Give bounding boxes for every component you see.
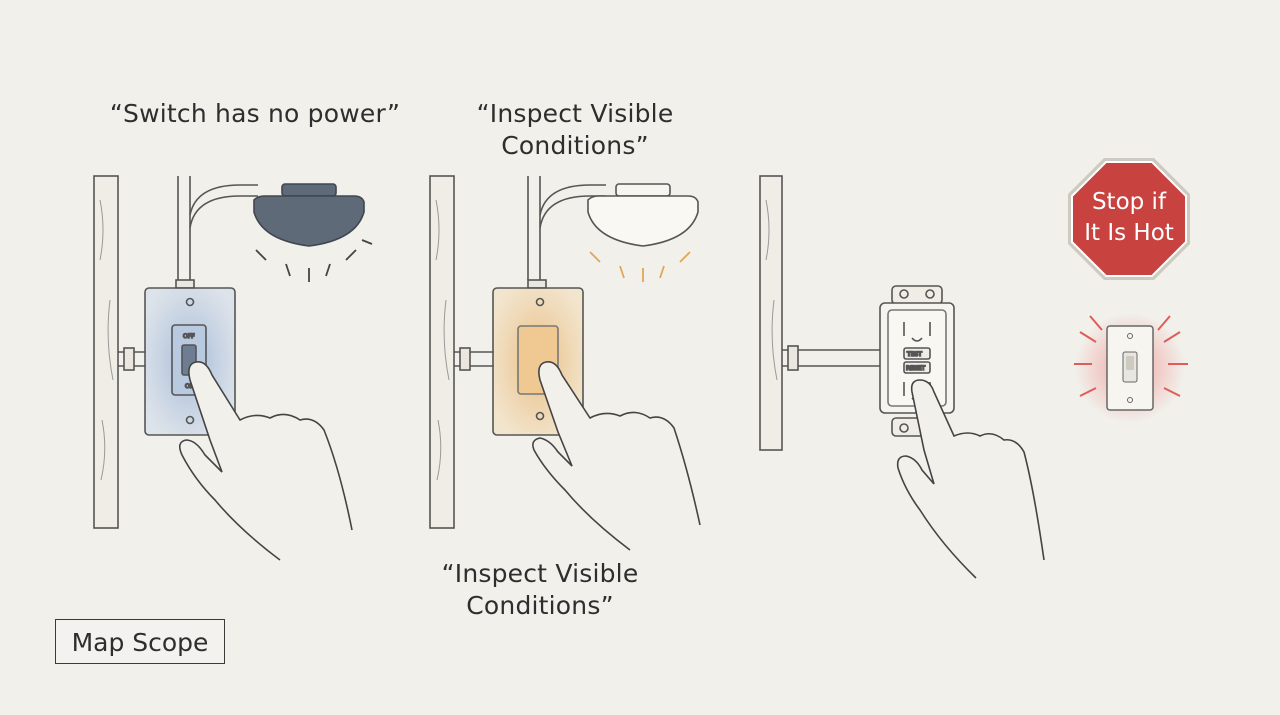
gfci-test-label: TEST <box>906 351 922 358</box>
stop-sign-line2: It Is Hot <box>1084 220 1174 246</box>
panel-switch-no-power: OFF ON <box>93 175 373 561</box>
map-scope-button[interactable]: Map Scope <box>55 619 225 664</box>
ceiling-fixture-lit <box>587 183 699 247</box>
caption-inspect-top: “Inspect Visible Conditions” <box>476 99 674 160</box>
gfci-outlet: TEST RESET <box>879 285 955 437</box>
stop-sign: Stop if It Is Hot <box>1068 158 1190 280</box>
heat-rays <box>1074 315 1188 397</box>
hand-icon <box>532 360 701 551</box>
caption-inspect-bottom: “Inspect Visible Conditions” <box>441 559 639 620</box>
wall-stud <box>429 175 455 529</box>
hand-icon <box>896 379 1045 579</box>
wall-stud <box>93 175 119 529</box>
hot-switch <box>1074 313 1188 423</box>
caption-switch-no-power: “Switch has no power” <box>109 99 401 128</box>
panel-gfci-outlet: TEST RESET <box>759 175 1045 579</box>
switch-label-off: OFF <box>183 333 195 340</box>
light-rays <box>255 239 373 282</box>
wall-stud <box>759 175 783 451</box>
ceiling-fixture-dark <box>253 183 365 247</box>
hand-icon <box>178 360 353 561</box>
stop-sign-line1: Stop if <box>1092 189 1167 215</box>
panel-inspect-warm <box>429 175 701 551</box>
light-rays <box>589 251 691 282</box>
gfci-reset-label: RESET <box>906 365 926 372</box>
switch-label-on: ON <box>185 383 194 390</box>
